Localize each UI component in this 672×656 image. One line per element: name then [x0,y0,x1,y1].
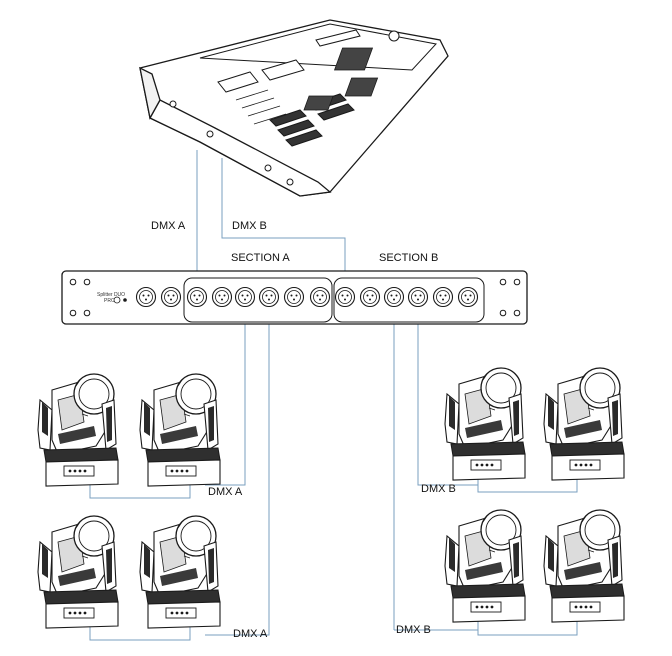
dmx-splitter-icon: Splitter DUO PRO [61,270,528,325]
moving-head-fixture-icon [543,367,625,481]
cable-chain-a-bottom [89,626,191,641]
cables [89,150,578,641]
cable-section-b-out-1 [417,300,478,486]
label-chain-b-top: DMX B [421,483,456,495]
cable-console-dmx-b [221,158,346,288]
label-console-dmx-b: DMX B [232,220,267,232]
lighting-console-icon [139,19,449,197]
label-section-b: SECTION B [379,252,439,264]
cable-section-a-out-2 [205,300,270,636]
moving-head-fixture-icon [444,367,526,481]
fixtures-right-top [444,367,625,481]
cable-chain-b-top [477,478,578,493]
moving-head-fixture-icon [444,509,526,623]
fixtures-left-top [37,373,221,487]
cable-chain-a-top [89,478,191,499]
label-section-a: SECTION A [231,252,290,264]
label-console-dmx-a: DMX A [151,220,186,232]
moving-head-fixture-icon [139,515,221,629]
moving-head-fixture-icon [543,509,625,623]
label-chain-a-bottom: DMX A [233,628,268,640]
moving-head-fixture-icon [139,373,221,487]
fixtures-left-bottom [37,515,221,629]
splitter-brand: Splitter DUO [97,292,125,298]
moving-head-fixture-icon [37,373,119,487]
fixtures-right-bottom [444,509,625,623]
moving-head-fixture-icon [37,515,119,629]
cable-section-a-out-1 [205,300,246,486]
label-chain-b-bottom: DMX B [396,624,431,636]
splitter-model: PRO [104,298,115,304]
label-chain-a-top: DMX A [208,486,243,498]
cable-chain-b-bottom [477,620,578,636]
